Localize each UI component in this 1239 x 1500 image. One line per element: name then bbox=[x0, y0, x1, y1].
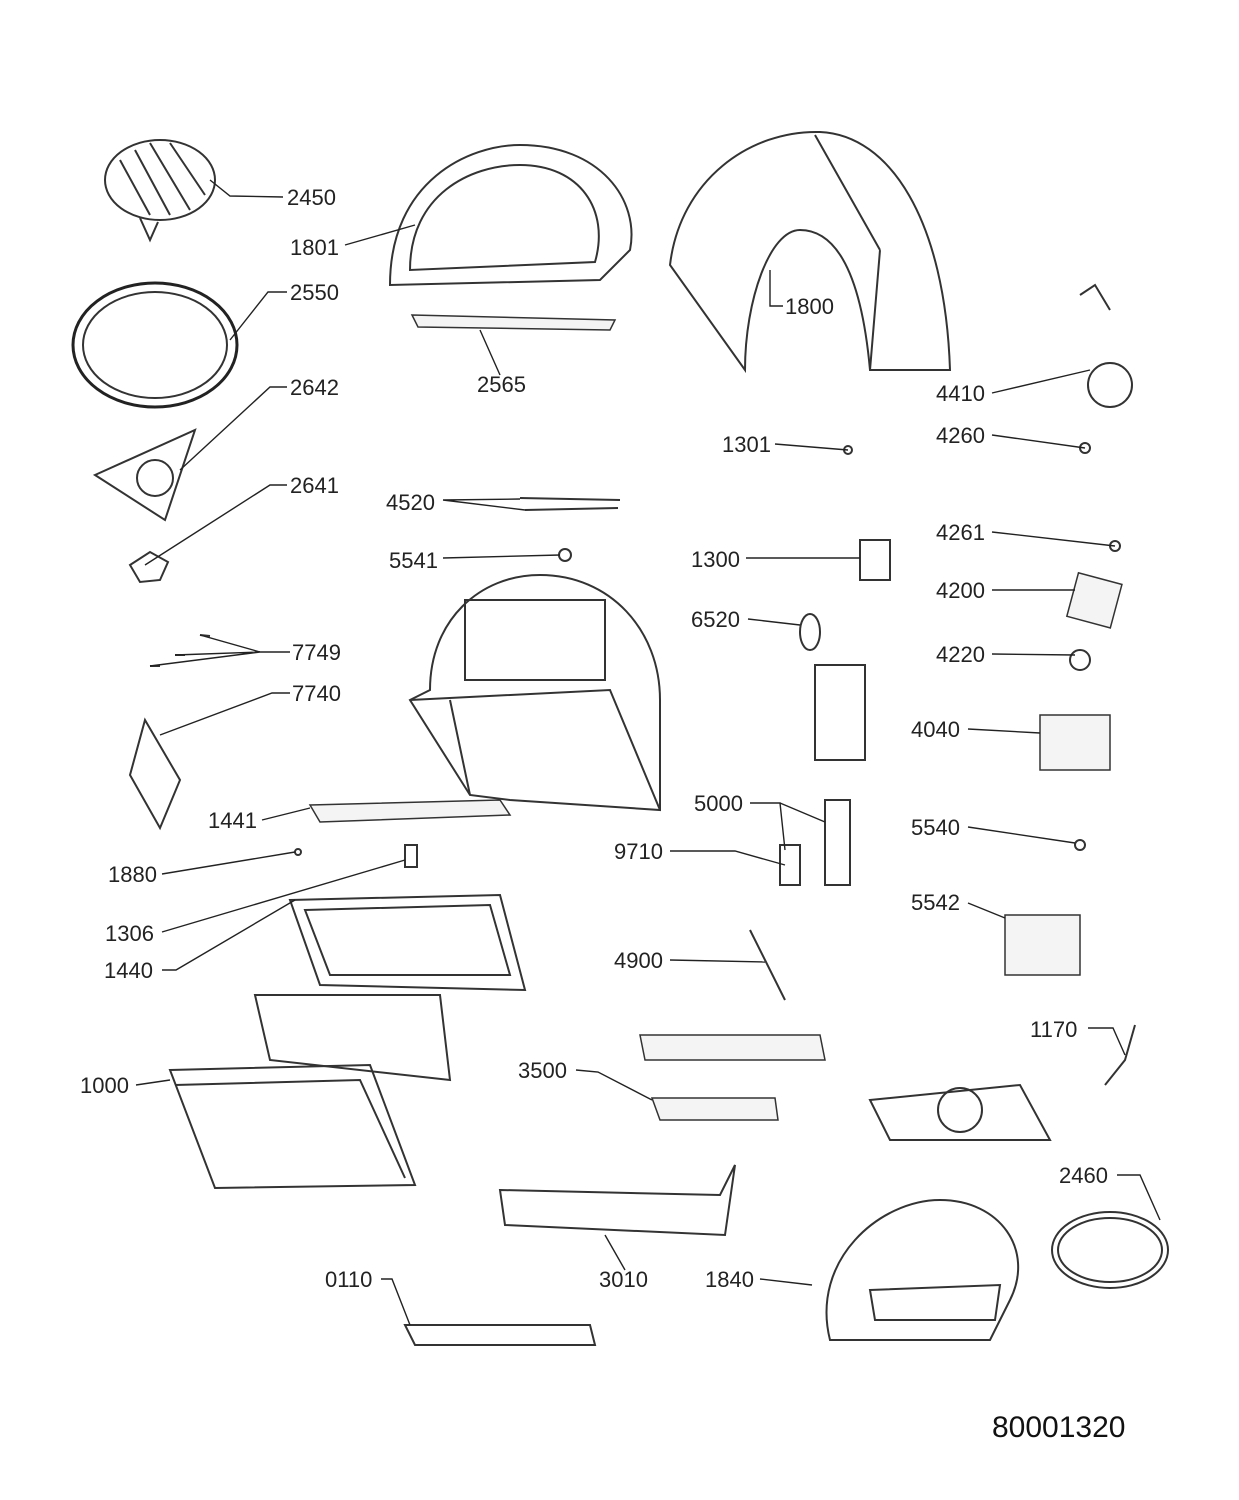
part-capacitor bbox=[1065, 571, 1123, 629]
part-labels: 2450 1801 2550 2565 1800 2642 4410 1301 … bbox=[80, 185, 1125, 1444]
label-3010: 3010 bbox=[599, 1267, 648, 1292]
part-grill-rack bbox=[104, 139, 216, 243]
label-2460: 2460 bbox=[1059, 1163, 1108, 1188]
part-front-frame bbox=[388, 143, 633, 287]
label-1880: 1880 bbox=[108, 862, 157, 887]
part-mica-plate bbox=[128, 717, 182, 831]
label-1801: 1801 bbox=[290, 235, 339, 260]
label-9710: 9710 bbox=[614, 839, 663, 864]
label-2450: 2450 bbox=[287, 185, 336, 210]
part-rear-bracket bbox=[868, 1083, 1052, 1141]
label-4900: 4900 bbox=[614, 948, 663, 973]
label-5541: 5541 bbox=[389, 548, 438, 573]
part-door-frame bbox=[253, 994, 452, 1082]
label-1300: 1300 bbox=[691, 547, 740, 572]
part-door-inner bbox=[288, 893, 527, 992]
label-1840: 1840 bbox=[705, 1267, 754, 1292]
label-0110: 0110 bbox=[325, 1267, 372, 1292]
label-1441: 1441 bbox=[208, 808, 257, 833]
label-4520: 4520 bbox=[386, 490, 435, 515]
label-2641: 2641 bbox=[290, 473, 339, 498]
part-door-outer bbox=[168, 1063, 417, 1190]
label-4410: 4410 bbox=[936, 381, 985, 406]
part-turntable-glass-ring bbox=[1051, 1211, 1169, 1289]
part-control-housing bbox=[639, 1034, 826, 1061]
leader-lines bbox=[135, 179, 1161, 1326]
part-control-panel bbox=[498, 1164, 736, 1237]
label-4260: 4260 bbox=[936, 423, 985, 448]
label-2550: 2550 bbox=[290, 280, 339, 305]
document-number: 80001320 bbox=[992, 1411, 1125, 1444]
label-3500: 3500 bbox=[518, 1058, 567, 1083]
label-1170: 1170 bbox=[1030, 1017, 1077, 1042]
label-4220: 4220 bbox=[936, 642, 985, 667]
label-2565: 2565 bbox=[477, 372, 526, 397]
part-magnetron bbox=[1039, 714, 1111, 771]
part-coupler bbox=[128, 550, 170, 584]
part-bottom-bracket bbox=[403, 1324, 597, 1346]
part-roller-support bbox=[92, 428, 197, 522]
label-4200: 4200 bbox=[936, 578, 985, 603]
part-outer-wrapper bbox=[668, 130, 952, 374]
part-cavity bbox=[408, 573, 661, 812]
label-7740: 7740 bbox=[292, 681, 341, 706]
part-turntable-ring bbox=[71, 281, 239, 409]
part-screws-7749 bbox=[150, 634, 211, 667]
label-4261: 4261 bbox=[936, 520, 985, 545]
label-6520: 6520 bbox=[691, 607, 740, 632]
part-base bbox=[825, 1198, 1020, 1341]
label-1800: 1800 bbox=[785, 294, 834, 319]
part-choke-1441 bbox=[308, 799, 512, 823]
label-1301: 1301 bbox=[722, 432, 771, 457]
label-1000: 1000 bbox=[80, 1073, 129, 1098]
label-1306: 1306 bbox=[105, 921, 154, 946]
label-2642: 2642 bbox=[290, 375, 339, 400]
label-5540: 5540 bbox=[911, 815, 960, 840]
label-5000: 5000 bbox=[694, 791, 743, 816]
label-7749: 7749 bbox=[292, 640, 341, 665]
label-5542: 5542 bbox=[911, 890, 960, 915]
label-4040: 4040 bbox=[911, 717, 960, 742]
label-1440: 1440 bbox=[104, 958, 153, 983]
part-control-board bbox=[650, 1097, 779, 1121]
part-small-components bbox=[294, 442, 1136, 1086]
part-transformer bbox=[1004, 914, 1081, 976]
part-door-strip bbox=[410, 314, 617, 331]
part-fan-motor bbox=[1079, 283, 1133, 408]
